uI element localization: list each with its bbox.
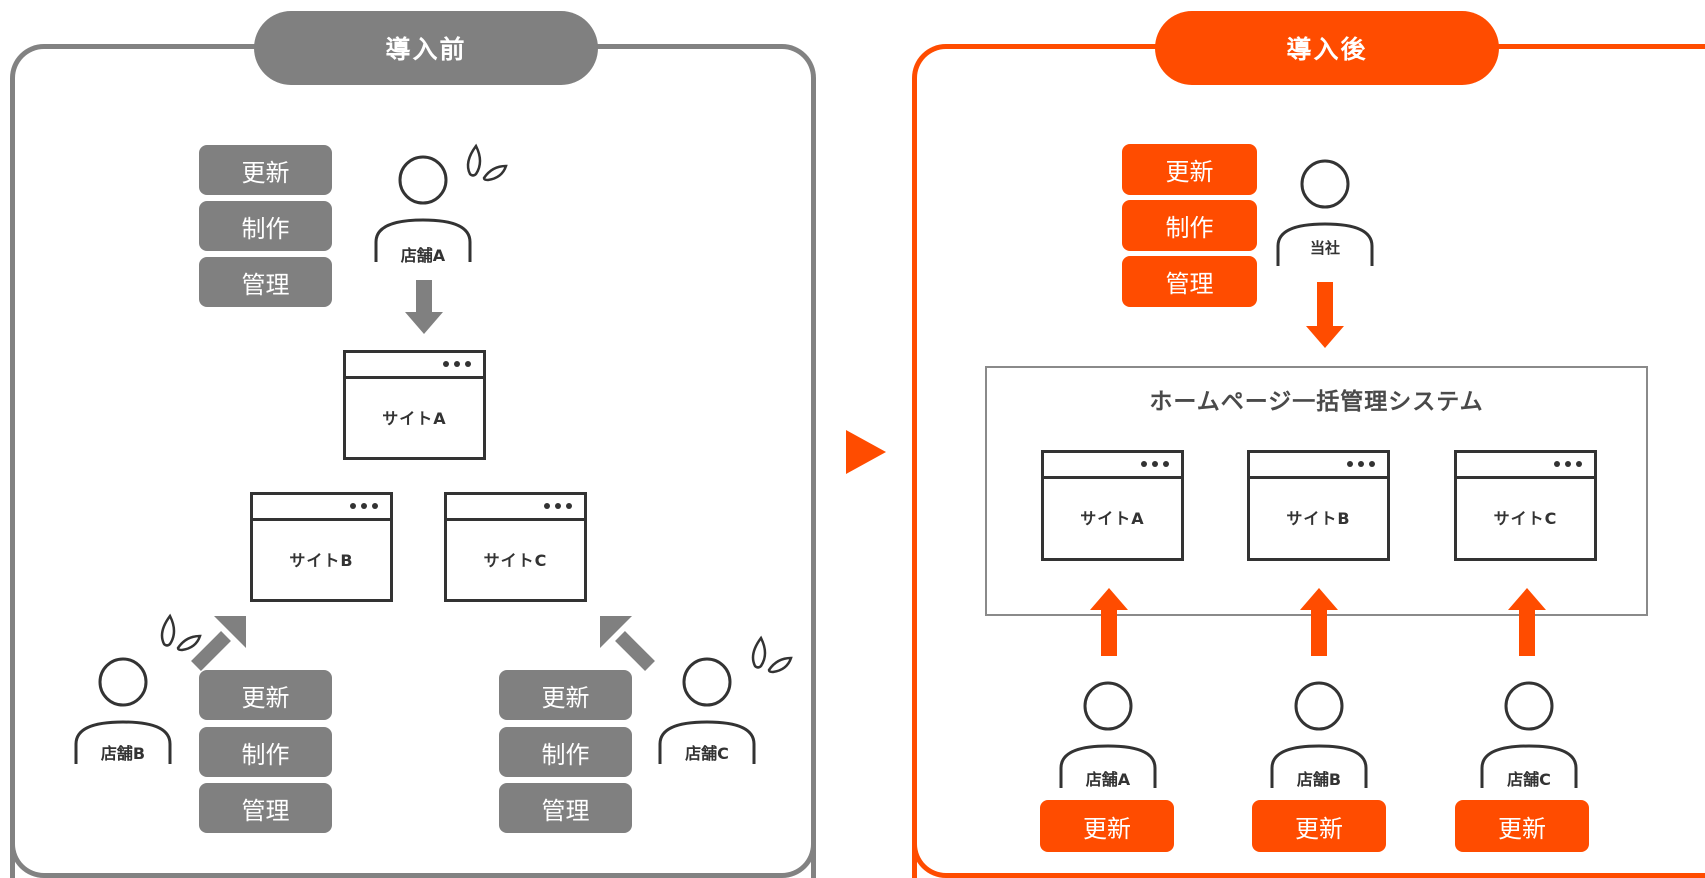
after-site-c-label: サイトC [1493,509,1558,528]
after-site-a-window: サイトA [1041,450,1184,561]
site-a-window: サイトA [343,350,486,460]
window-dots-icon [443,361,471,367]
sweat-drops-icon [160,613,202,652]
after-site-b-window: サイトB [1247,450,1390,561]
company-person-icon: 当社 [1270,154,1380,274]
after-title-text: 導入後 [1286,35,1368,64]
store-b-tag-update: 更新 [199,670,332,720]
before-tag-update: 更新 [199,145,332,195]
arrow-down-icon [405,280,443,334]
window-dots-icon [544,503,572,509]
store-b-label: 店舗B [100,744,146,763]
after-site-b-label: サイトB [1286,509,1351,528]
site-a-label: サイトA [382,408,447,428]
store-b-person-icon: 店舗B [68,652,178,772]
site-b-window: サイトB [250,492,393,602]
play-triangle-icon [846,430,886,474]
site-c-label: サイトC [483,550,548,570]
company-tag-production: 制作 [1122,200,1257,251]
after-store-c-tag-update: 更新 [1455,800,1589,852]
after-store-a-person-icon: 店舗A [1053,676,1163,796]
after-store-b-tag-update: 更新 [1252,800,1386,852]
store-b-tag-management: 管理 [199,783,332,833]
store-a-person-icon: 店舗A [368,150,478,270]
window-dots-icon [350,503,378,509]
site-b-label: サイトB [289,550,354,570]
company-tag-management: 管理 [1122,256,1257,307]
after-title: 導入後 [1155,11,1499,85]
sweat-drops-icon [466,143,508,182]
arrow-down-icon [1306,282,1344,348]
after-panel-bottom [912,820,1705,878]
before-tag-management: 管理 [199,257,332,307]
arrow-up-icon [1508,588,1546,656]
after-store-c-label: 店舗C [1507,770,1551,789]
store-a-label: 店舗A [400,246,446,265]
after-site-c-window: サイトC [1454,450,1597,561]
after-store-a-tag-update: 更新 [1040,800,1174,852]
arrow-up-icon [1300,588,1338,656]
window-dots-icon [1554,461,1582,467]
after-store-c-person-icon: 店舗C [1474,676,1584,796]
system-title: ホームページ一括管理システム [1149,389,1484,415]
store-c-tag-update: 更新 [499,670,632,720]
window-dots-icon [1347,461,1375,467]
sweat-drops-icon [751,635,793,674]
after-site-a-label: サイトA [1080,509,1145,528]
store-c-person-icon: 店舗C [652,652,762,772]
arrow-up-icon [1090,588,1128,656]
store-c-tag-management: 管理 [499,783,632,833]
arrow-up-right-icon [191,616,246,671]
arrow-up-left-icon [600,616,655,671]
before-tag-production: 制作 [199,201,332,251]
after-store-b-person-icon: 店舗B [1264,676,1374,796]
company-label: 当社 [1309,239,1340,257]
before-title: 導入前 [254,11,598,85]
after-store-a-label: 店舗A [1085,770,1131,789]
before-title-text: 導入前 [385,35,467,64]
after-store-b-label: 店舗B [1296,770,1342,789]
site-c-window: サイトC [444,492,587,602]
store-c-label: 店舗C [685,744,729,763]
window-dots-icon [1141,461,1169,467]
store-b-tag-production: 制作 [199,727,332,777]
company-tag-update: 更新 [1122,144,1257,195]
before-panel-bottom [10,820,816,878]
store-c-tag-production: 制作 [499,727,632,777]
